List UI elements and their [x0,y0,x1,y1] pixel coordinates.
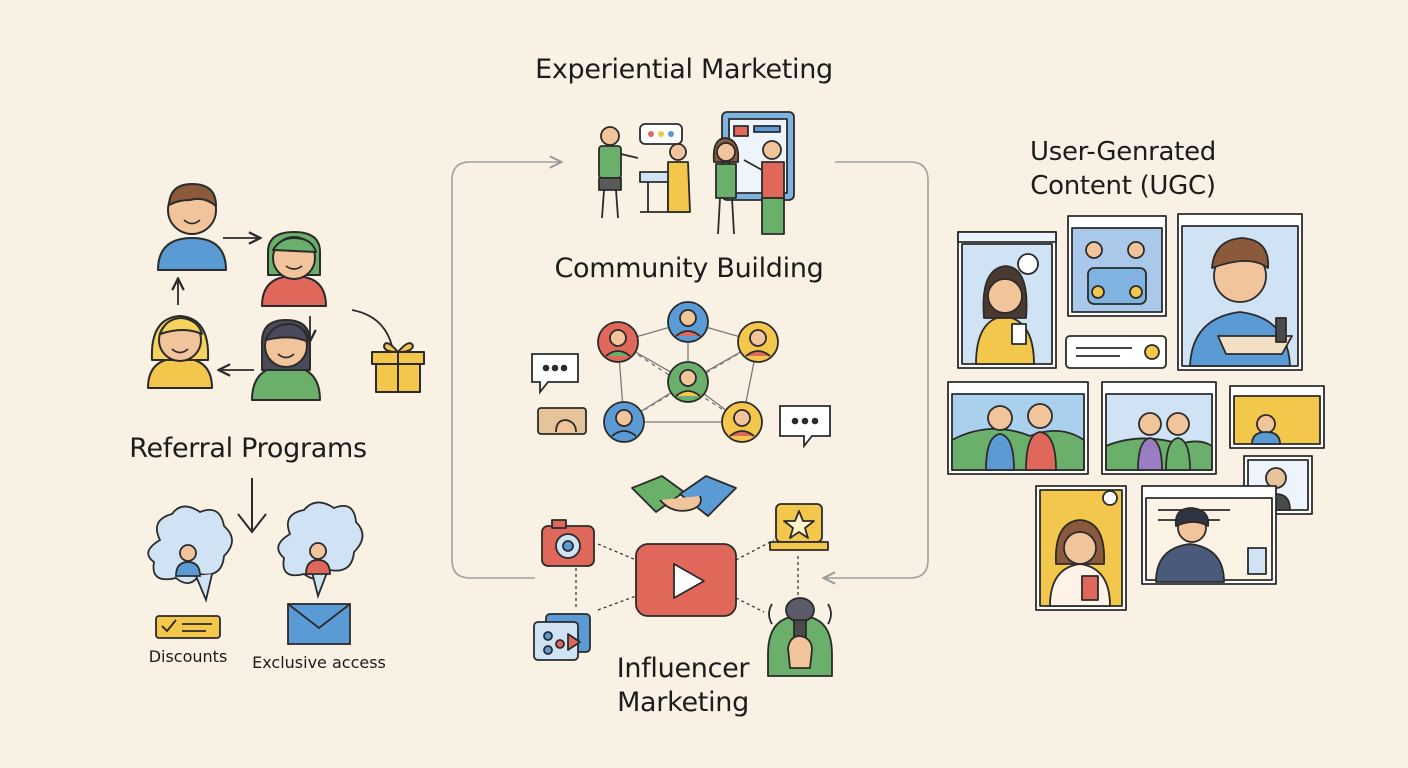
ugc-review-card [1065,335,1167,369]
community-member-6 [721,401,763,443]
influencer-title-line1: Influencer [616,653,750,684]
ugc-card-product [1177,213,1303,371]
experiential-marketing-title: Experiential Marketing [535,54,833,85]
influencer-title-line2: Marketing [617,687,749,718]
ugc-card-friends [947,381,1089,475]
referral-arrow-to-gift [351,309,393,347]
community-member-2 [667,301,709,343]
chat-bubble-right-icon [779,405,831,449]
ugc-collage [947,213,1325,611]
community-member-1 [597,321,639,363]
reward-exclusive-access [277,501,364,645]
experiential-scene [598,111,795,235]
ugc-card-small [1229,385,1325,449]
envelope-icon [287,603,351,645]
community-member-5 [603,401,645,443]
community-network [531,301,831,449]
ugc-card-couple [1101,381,1217,475]
discounts-label: Discounts [148,647,228,666]
handshake-icon [631,475,737,517]
ugc-card-group [1067,215,1167,317]
star-badge-icon [769,503,829,551]
ugc-card-portrait [1243,455,1313,515]
ugc-card-coffee [1035,485,1127,611]
microphone-icon [767,597,833,677]
ugc-title-line1: User-Genrated [1030,137,1216,167]
community-member-4 [667,361,709,403]
play-button-icon [635,543,737,617]
ugc-title-line2: Content (UGC) [1030,171,1216,201]
gift-icon [371,342,425,393]
chat-bubble-left-icon [531,353,579,395]
community-building-title: Community Building [554,253,824,284]
cycle-arrows [451,161,929,579]
exclusive-access-label: Exclusive access [252,653,386,672]
reward-discounts [147,505,233,639]
referral-person-1 [157,183,227,271]
discount-ticket-icon [155,615,221,639]
referral-person-4 [147,315,213,389]
hand-card-icon [537,407,587,435]
referral-person-2 [261,231,327,307]
referral-network [147,183,425,401]
cycle-arrow-right [825,161,929,578]
referral-person-3 [251,319,321,401]
community-member-3 [737,321,779,363]
cycle-arrow-left [451,162,560,579]
ugc-card-blog [1141,485,1277,585]
media-gallery-icon [533,613,591,661]
influencer-cluster [533,475,833,677]
referral-programs-title: Referral Programs [129,433,367,464]
ugc-card-selfie [957,231,1057,369]
camera-icon [541,519,595,567]
